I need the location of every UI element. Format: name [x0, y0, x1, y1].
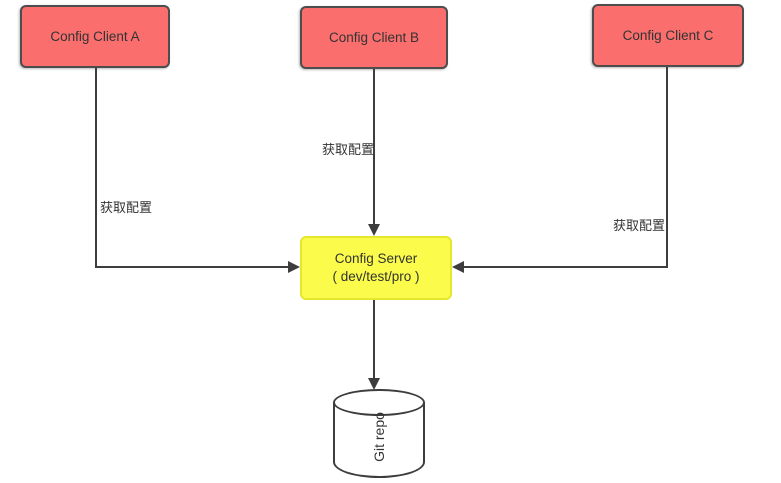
node-config-server-title: Config Server — [334, 250, 418, 266]
arrowhead-down-icon — [368, 378, 380, 390]
node-config-client-b: Config Client B — [300, 6, 448, 69]
edge-a-to-server-vertical-line — [95, 68, 97, 267]
node-config-client-c-label: Config Client C — [622, 28, 714, 43]
edge-c-to-server-vertical-line — [666, 67, 668, 267]
arrowhead-right-icon — [288, 261, 300, 273]
node-config-client-a-label: Config Client A — [50, 29, 140, 44]
edge-c-to-server-horizontal-line — [464, 266, 668, 268]
node-config-client-c: Config Client C — [592, 4, 744, 67]
arrowhead-left-icon — [452, 261, 464, 273]
node-git-repo: Git repo — [333, 389, 425, 478]
node-config-client-a: Config Client A — [20, 5, 170, 68]
node-git-repo-label: Git repo — [371, 412, 387, 462]
cylinder-top-ellipse — [333, 389, 425, 416]
node-config-server-environments: ( dev/test/pro ) — [332, 269, 420, 284]
node-config-server: Config Server ( dev/test/pro ) — [300, 236, 452, 300]
edge-server-to-repo-vertical-line — [373, 300, 375, 378]
edge-a-to-server-label: 获取配置 — [100, 200, 153, 215]
edge-b-to-server-vertical-line — [373, 69, 375, 225]
edge-b-to-server-label: 获取配置 — [322, 142, 375, 157]
node-config-client-b-label: Config Client B — [328, 30, 420, 45]
edge-a-to-server-horizontal-line — [95, 266, 289, 268]
edge-c-to-server-label: 获取配置 — [613, 218, 666, 233]
arrowhead-down-icon — [368, 224, 380, 236]
